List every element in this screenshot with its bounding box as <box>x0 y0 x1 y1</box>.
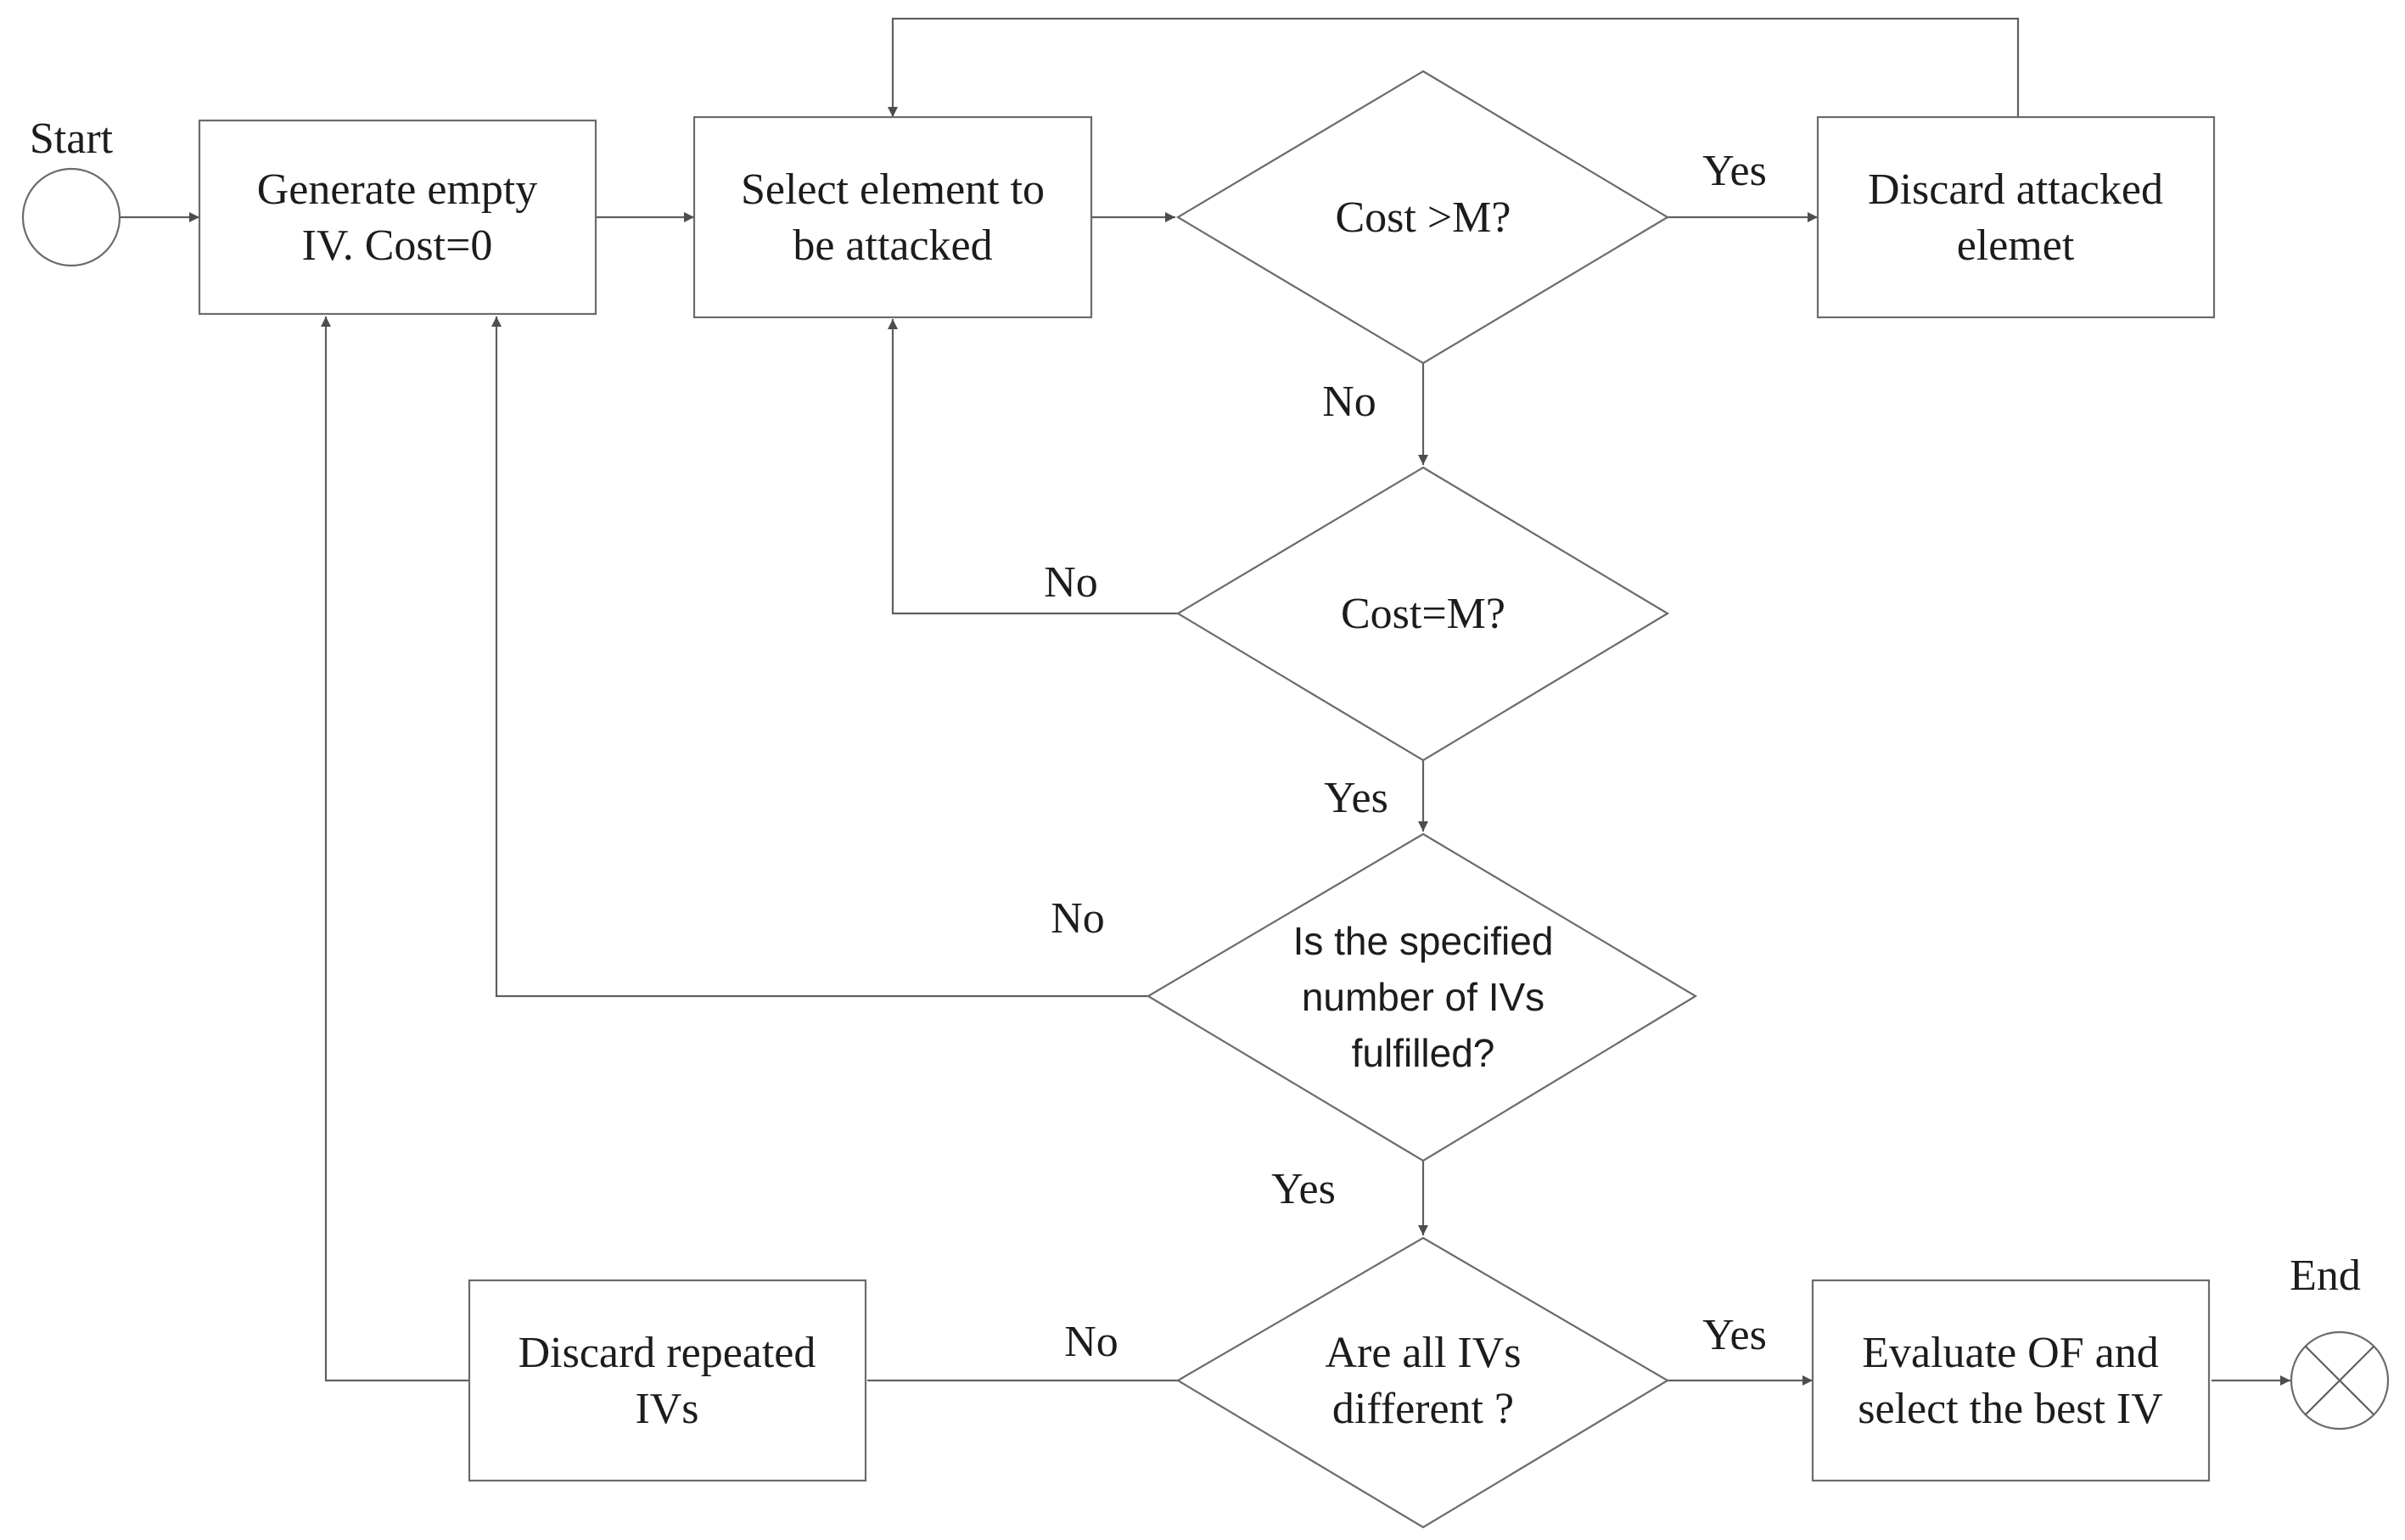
edge-discard-attacked-loop <box>888 17 2020 117</box>
label-different-no: No <box>1064 1318 1118 1366</box>
cost-eq-text: Cost=M? <box>1341 590 1505 638</box>
discard-attacked-text: Discard attacked elemet <box>1868 165 2163 270</box>
generate-iv-box <box>198 119 597 316</box>
start-node <box>21 167 121 267</box>
label-cost-gt-yes: Yes <box>1702 147 1767 195</box>
discard-repeated-box <box>468 1279 867 1482</box>
label-cost-eq-yes: Yes <box>1324 774 1388 822</box>
label-different-yes: Yes <box>1702 1311 1767 1359</box>
generate-iv-text-line-1: Generate empty <box>257 165 538 214</box>
specified-number-text-line-1: Is the specified <box>1293 919 1554 963</box>
edge-cost-eq-no <box>888 319 1178 615</box>
all-different-decision <box>1175 1236 1670 1529</box>
label-specified-yes: Yes <box>1271 1165 1336 1213</box>
all-different-text: Are all IVs different ? <box>1325 1329 1521 1433</box>
all-different-text-line-1: Are all IVs <box>1325 1329 1521 1377</box>
specified-number-text: Is the specified number of IVs fulfilled? <box>1293 919 1554 1075</box>
label-cost-eq-no: No <box>1044 558 1098 607</box>
start-label: Start <box>30 115 114 163</box>
discard-repeated-text-line-2: IVs <box>635 1385 698 1433</box>
label-cost-gt-no: No <box>1322 378 1376 426</box>
edge-discard-repeated-loop <box>321 316 469 1382</box>
evaluate-text-line-2: select the best IV <box>1858 1385 2163 1433</box>
cost-eq-text-line-1: Cost=M? <box>1341 590 1505 638</box>
discard-attacked-text-line-1: Discard attacked <box>1868 165 2163 214</box>
select-element-text-line-1: Select element to <box>741 165 1045 214</box>
end-node <box>2290 1330 2390 1431</box>
select-element-text-line-2: be attacked <box>793 221 992 270</box>
edge-specified-no <box>491 316 1148 998</box>
cost-gt-decision <box>1175 70 1670 365</box>
connectors <box>120 17 2290 1386</box>
discard-attacked-box <box>1816 115 2216 319</box>
select-element-box <box>692 115 1093 319</box>
cost-eq-decision <box>1175 466 1670 762</box>
specified-number-text-line-3: fulfilled? <box>1352 1031 1495 1075</box>
select-element-text: Select element to be attacked <box>741 165 1045 270</box>
cost-gt-text-line-1: Cost >M? <box>1335 193 1511 242</box>
all-different-text-line-2: different ? <box>1332 1385 1514 1433</box>
label-specified-no: No <box>1051 894 1105 943</box>
discard-repeated-text-line-1: Discard repeated <box>519 1329 816 1377</box>
discard-attacked-text-line-2: elemet <box>1957 221 2075 270</box>
evaluate-text: Evaluate OF and select the best IV <box>1858 1329 2163 1433</box>
end-label: End <box>2290 1252 2361 1300</box>
specified-number-decision <box>1146 832 1698 1162</box>
cost-gt-text: Cost >M? <box>1335 193 1511 242</box>
specified-number-text-line-2: number of IVs <box>1302 975 1544 1019</box>
evaluate-text-line-1: Evaluate OF and <box>1862 1329 2158 1377</box>
evaluate-box <box>1811 1279 2211 1482</box>
generate-iv-text-line-2: IV. Cost=0 <box>302 221 493 270</box>
